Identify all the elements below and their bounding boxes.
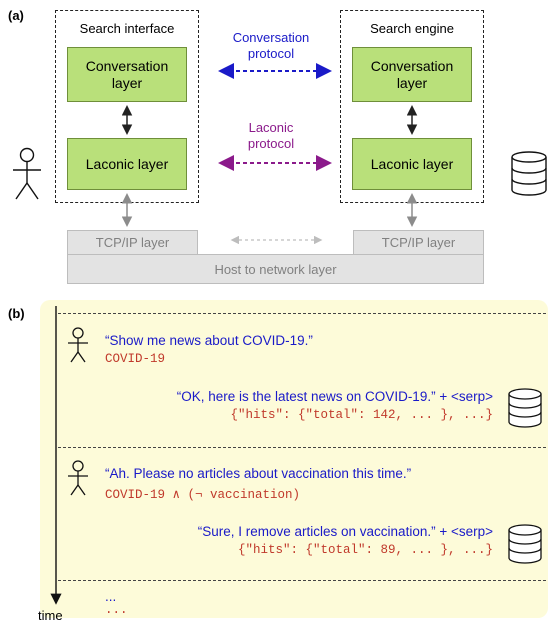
turn-2-user-utterance: “Ah. Please no articles about vaccinatio… xyxy=(105,466,412,481)
right-laconic-layer: Laconic layer xyxy=(352,138,472,190)
panel-a-arrows xyxy=(13,63,547,245)
tcp-ip-layer-right-label: TCP/IP layer xyxy=(381,235,456,250)
laconic-protocol-label: Laconic protocol xyxy=(247,120,295,151)
panel-a-label: (a) xyxy=(8,8,24,23)
tcp-ip-layer-right: TCP/IP layer xyxy=(353,230,484,254)
right-conversation-layer-label: Conversation layer xyxy=(370,57,454,91)
left-conversation-layer: Conversation layer xyxy=(67,47,187,102)
turn-2-system-json: {"hits": {"total": 89, ... }, ...} xyxy=(237,543,493,557)
turn-2-database-icon xyxy=(508,524,542,564)
turn-1-system-utterance: “OK, here is the latest news on COVID-19… xyxy=(176,389,493,404)
separator-middle xyxy=(58,447,546,448)
user-icon xyxy=(13,147,41,200)
turn-2-system-utterance: “Sure, I remove articles on vaccination.… xyxy=(197,524,493,539)
left-conversation-layer-label: Conversation layer xyxy=(85,57,169,91)
host-to-network-layer-label: Host to network layer xyxy=(214,261,337,277)
tcp-ip-layer-left-label: TCP/IP layer xyxy=(95,235,170,250)
continuation-mono: ... xyxy=(105,603,128,617)
turn-1-system-json: {"hits": {"total": 142, ... }, ...} xyxy=(230,408,493,422)
continuation-text: ... xyxy=(105,589,117,604)
turn-1-user-utterance: “Show me news about COVID-19.” xyxy=(105,333,313,348)
host-to-network-layer: Host to network layer xyxy=(67,254,484,284)
separator-top xyxy=(58,313,546,314)
turn-2-user-icon xyxy=(68,460,88,496)
database-icon xyxy=(511,151,547,196)
turn-2-user-query: COVID-19 ∧ (¬ vaccination) xyxy=(105,488,301,502)
right-laconic-layer-label: Laconic layer xyxy=(370,155,454,172)
separator-bottom xyxy=(58,580,546,581)
turn-1-user-icon xyxy=(68,327,88,363)
left-laconic-layer: Laconic layer xyxy=(67,138,187,190)
conversation-panel xyxy=(40,300,548,618)
turn-1-database-icon xyxy=(508,388,542,428)
tcp-ip-layer-left: TCP/IP layer xyxy=(67,230,198,254)
right-conversation-layer: Conversation layer xyxy=(352,47,472,102)
panel-b-label: (b) xyxy=(8,306,25,321)
turn-1-user-query: COVID-19 xyxy=(105,352,166,366)
left-laconic-layer-label: Laconic layer xyxy=(85,155,169,172)
time-label: time xyxy=(38,608,63,623)
search-interface-title: Search interface xyxy=(79,21,175,36)
conversation-protocol-label: Conversation protocol xyxy=(232,30,310,61)
search-engine-title: Search engine xyxy=(370,21,454,36)
